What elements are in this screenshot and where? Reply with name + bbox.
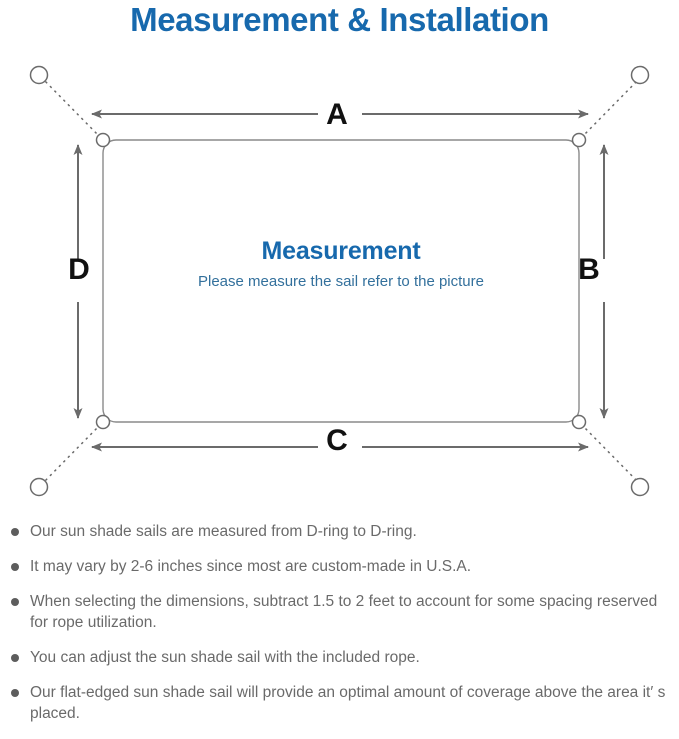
note-text: When selecting the dimensions, subtract … xyxy=(30,593,658,631)
bullet-icon xyxy=(11,563,19,571)
rope-line-bottom-right xyxy=(580,423,642,486)
rope-line-top-left xyxy=(40,76,102,139)
bullet-icon xyxy=(11,654,19,662)
anchor-point-bottom-left xyxy=(29,477,49,497)
d-ring-bottom-left xyxy=(95,414,111,430)
d-ring-top-right xyxy=(571,132,587,148)
list-item: Our flat-edged sun shade sail will provi… xyxy=(0,682,679,724)
list-item: It may vary by 2-6 inches since most are… xyxy=(0,556,679,577)
note-text: Our sun shade sails are measured from D-… xyxy=(30,523,417,540)
list-item: Our sun shade sails are measured from D-… xyxy=(0,521,679,542)
note-text: You can adjust the sun shade sail with t… xyxy=(30,649,420,666)
d-ring-bottom-right xyxy=(571,414,587,430)
anchor-point-top-left xyxy=(29,65,49,85)
measurement-caption: Measurement Please measure the sail refe… xyxy=(103,236,579,291)
bullet-icon xyxy=(11,598,19,606)
dimension-label-c: C xyxy=(326,424,348,457)
dimension-label-b: B xyxy=(578,253,600,286)
list-item: You can adjust the sun shade sail with t… xyxy=(0,647,679,668)
note-text: Our flat-edged sun shade sail will provi… xyxy=(30,684,666,722)
d-ring-top-left xyxy=(95,132,111,148)
measurement-diagram: A B C D Measurement Please measure the s… xyxy=(0,44,679,514)
list-item: When selecting the dimensions, subtract … xyxy=(0,591,679,633)
anchor-point-top-right xyxy=(630,65,650,85)
sail-shape xyxy=(102,139,580,423)
note-text: It may vary by 2-6 inches since most are… xyxy=(30,558,472,575)
dimension-label-d: D xyxy=(68,253,90,286)
bullet-icon xyxy=(11,528,19,536)
bullet-icon xyxy=(11,689,19,697)
rope-line-top-right xyxy=(580,76,642,139)
anchor-point-bottom-right xyxy=(630,477,650,497)
rope-line-bottom-left xyxy=(40,423,102,486)
measurement-caption-subtitle: Please measure the sail refer to the pic… xyxy=(198,273,484,290)
notes-list: Our sun shade sails are measured from D-… xyxy=(0,521,679,738)
dimension-label-a: A xyxy=(326,98,348,131)
diagram-svg xyxy=(29,65,650,497)
page-title: Measurement & Installation xyxy=(130,1,549,38)
measurement-caption-title: Measurement xyxy=(261,237,421,265)
